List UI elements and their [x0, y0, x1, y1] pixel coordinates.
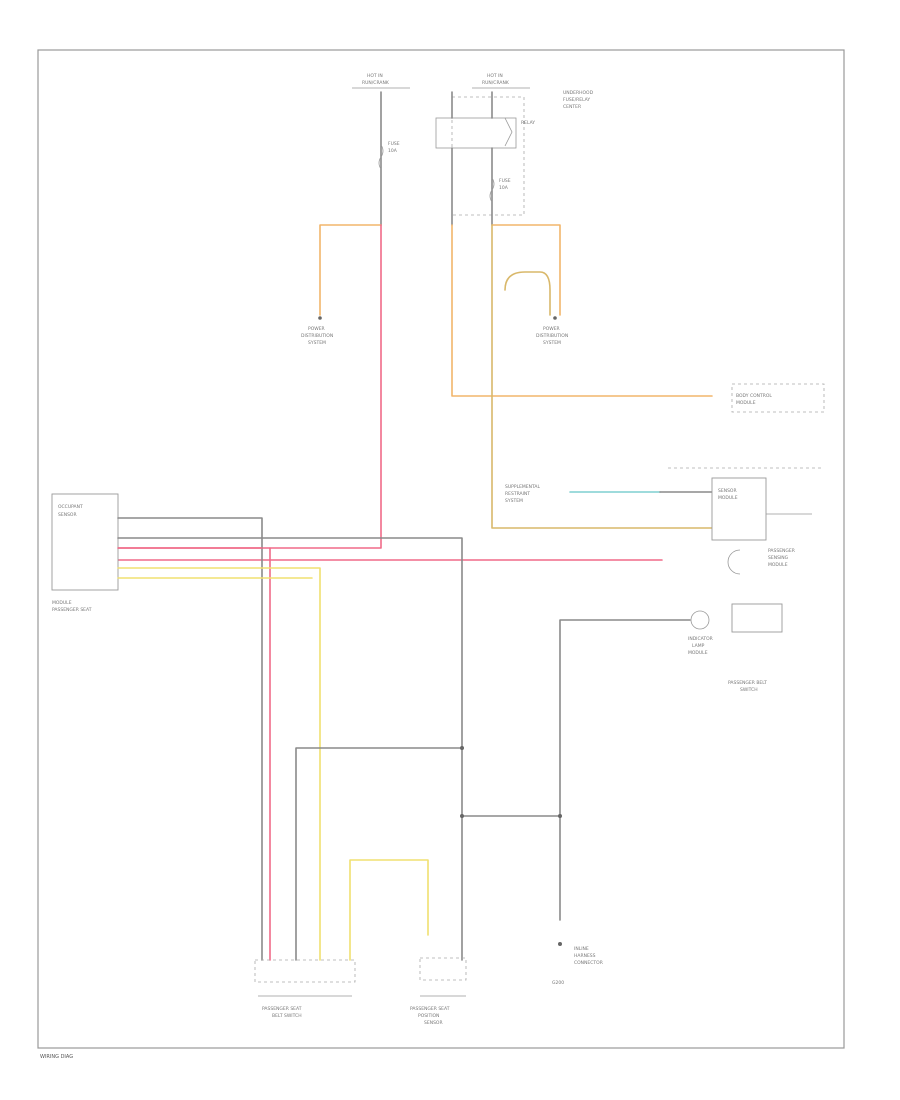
ground-label: G200	[552, 980, 564, 986]
srs-label: SUPPLEMENTAL	[505, 484, 540, 490]
bcm-label-2: MODULE	[736, 400, 756, 406]
ground-note-3: CONNECTOR	[574, 960, 603, 966]
relay-switch	[504, 117, 513, 147]
seat-belt-label: PASSENGER SEAT	[262, 1006, 302, 1012]
sensor-module	[711, 477, 767, 541]
sensor-coil	[727, 549, 741, 575]
hot-run-a-label: HOT IN	[367, 73, 383, 79]
wire-yellow-a	[117, 567, 321, 961]
fuse-relay-box	[451, 96, 525, 216]
wire-gray-c	[295, 747, 463, 961]
underhood-label-3: CENTER	[563, 104, 581, 110]
ground-note: INLINE	[574, 946, 589, 952]
passenger-sensing-label-3: MODULE	[768, 562, 788, 568]
ground-note-2: HARNESS	[574, 953, 596, 959]
footer-code: WIRING DIAG	[40, 1054, 73, 1060]
splice-1	[460, 746, 464, 750]
wire-gray-a	[117, 517, 263, 961]
wire-orange-pd-b	[491, 224, 561, 316]
seat-belt-label-2: BELT SWITCH	[272, 1013, 302, 1019]
sensor-module-label: SENSOR	[718, 488, 737, 494]
srs-label-3: SYSTEM	[505, 498, 523, 504]
wire-tan-loop	[504, 271, 551, 316]
underhood-label-2: FUSE/RELAY	[563, 97, 590, 103]
fuse-b-label: FUSE	[499, 178, 511, 184]
position-sensor-label-2: POSITION	[418, 1013, 439, 1019]
indicator-module	[731, 603, 783, 633]
srs-label-2: RESTRAINT	[505, 491, 530, 497]
hot-run-b-label: HOT IN	[487, 73, 503, 79]
indicator-label-2: LAMP	[692, 643, 705, 649]
seat-belt-switch-box	[254, 959, 356, 983]
pd-a-terminal	[318, 316, 322, 320]
wire-pink-main	[117, 224, 382, 549]
passenger-belt-label: PASSENGER BELT	[728, 680, 767, 686]
sensor-module-label-2: MODULE	[718, 495, 738, 501]
wire-gray-indicator	[559, 619, 691, 921]
pd-a-label: POWER	[308, 326, 325, 332]
bcm-label: BODY CONTROL	[736, 393, 772, 399]
pd-b-label-2: DISTRIBUTION	[536, 333, 568, 339]
ground-terminal	[558, 942, 562, 946]
pd-a-label-2: DISTRIBUTION	[301, 333, 333, 339]
occupant-sensor-label: OCCUPANT	[58, 504, 83, 510]
splice-2	[460, 814, 464, 818]
wire-orange-pd-a	[319, 224, 382, 316]
fuse-b-label-2: 10A	[499, 185, 509, 191]
pd-b-terminal	[553, 316, 557, 320]
pd-a-label-3: SYSTEM	[308, 340, 326, 346]
wire-gray-b	[117, 537, 463, 961]
position-sensor-label-3: SENSOR	[424, 1020, 443, 1026]
pd-b-label: POWER	[543, 326, 560, 332]
fuse-a-label: FUSE	[388, 141, 400, 147]
indicator-label: INDICATOR	[688, 636, 713, 642]
relay-label: RELAY	[521, 120, 535, 126]
passenger-sensing-label: PASSENGER	[768, 548, 795, 554]
passenger-sensing-label-2: SENSING	[768, 555, 789, 561]
fuse-a-label-2: 10A	[388, 148, 398, 154]
wire-orange-bcm	[451, 224, 713, 397]
position-sensor-box	[419, 957, 467, 981]
passenger-belt-label-2: SWITCH	[740, 687, 758, 693]
indicator-label-3: MODULE	[688, 650, 708, 656]
occupant-sensor-label-3: MODULE	[52, 600, 72, 606]
fuse-b	[489, 177, 495, 203]
indicator-lamp-icon	[690, 610, 710, 630]
pd-b-label-3: SYSTEM	[543, 340, 561, 346]
occupant-sensor-module	[51, 493, 119, 591]
underhood-label: UNDERHOOD	[563, 90, 594, 96]
position-sensor-label: PASSENGER SEAT	[410, 1006, 450, 1012]
hot-run-a-label-2: RUN/CRANK	[362, 80, 390, 86]
fuse-a	[378, 144, 384, 170]
occupant-sensor-label-4: PASSENGER SEAT	[52, 607, 92, 613]
relay	[435, 117, 517, 149]
wire-yellow-loop	[349, 859, 429, 961]
wire-tan-sensor	[491, 224, 713, 529]
hot-run-b-label-2: RUN/CRANK	[482, 80, 510, 86]
occupant-sensor-label-2: SENSOR	[58, 512, 77, 518]
splice-3	[558, 814, 562, 818]
diagram-frame	[37, 49, 845, 1049]
